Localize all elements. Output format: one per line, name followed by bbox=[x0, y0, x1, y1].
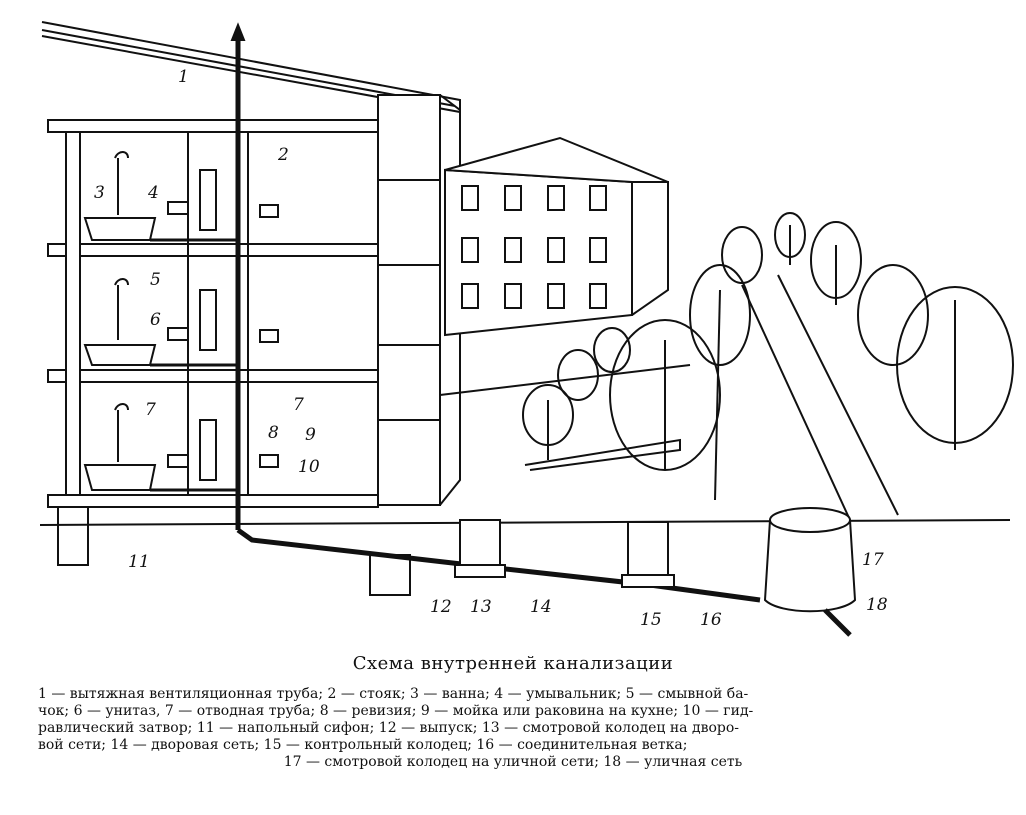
sewer-system-diagram: 1 2 3 4 5 6 7 7 8 9 10 11 12 13 14 15 16… bbox=[39, 21, 1014, 637]
label-7b: 7 bbox=[293, 395, 304, 415]
label-6: 6 bbox=[150, 310, 161, 330]
legend-line: чок; 6 — унитаз, 7 — отводная труба; 8 —… bbox=[38, 703, 754, 719]
label-1: 1 bbox=[178, 67, 189, 87]
label-4: 4 bbox=[147, 183, 159, 203]
label-7a: 7 bbox=[145, 400, 156, 420]
label-8: 8 bbox=[268, 423, 279, 443]
building-section bbox=[47, 94, 461, 596]
inspection-wells bbox=[454, 507, 857, 637]
label-15: 15 bbox=[640, 610, 662, 630]
ground-line bbox=[39, 519, 1011, 526]
label-13: 13 bbox=[470, 597, 492, 617]
roof bbox=[41, 21, 461, 114]
label-3: 3 bbox=[94, 183, 105, 203]
label-17: 17 bbox=[862, 550, 884, 570]
legend-line: 17 — смотровой колодец на уличной сети; … bbox=[283, 754, 743, 770]
label-11: 11 bbox=[128, 552, 150, 572]
label-18: 18 bbox=[866, 595, 888, 615]
legend-line: вой сети; 14 — дворовая сеть; 15 — контр… bbox=[38, 737, 688, 753]
label-10: 10 bbox=[298, 457, 320, 477]
label-12: 12 bbox=[430, 597, 452, 617]
figure-labels: 1 2 3 4 5 6 7 7 8 9 10 11 12 13 14 15 16… bbox=[94, 67, 888, 630]
figure-legend: 1 — вытяжная вентиляционная труба; 2 — с… bbox=[38, 686, 988, 771]
background-building bbox=[439, 136, 691, 471]
label-16: 16 bbox=[700, 610, 722, 630]
legend-line: 1 — вытяжная вентиляционная труба; 2 — с… bbox=[38, 686, 749, 702]
label-9: 9 bbox=[305, 425, 316, 445]
label-5: 5 bbox=[150, 270, 161, 290]
label-2: 2 bbox=[277, 145, 289, 165]
legend-line: равлический затвор; 11 — напольный сифон… bbox=[38, 720, 740, 736]
fixtures bbox=[83, 151, 279, 492]
trees bbox=[522, 212, 1014, 521]
figure-caption-title: Схема внутренней канализации bbox=[352, 653, 674, 674]
label-14: 14 bbox=[530, 597, 552, 617]
